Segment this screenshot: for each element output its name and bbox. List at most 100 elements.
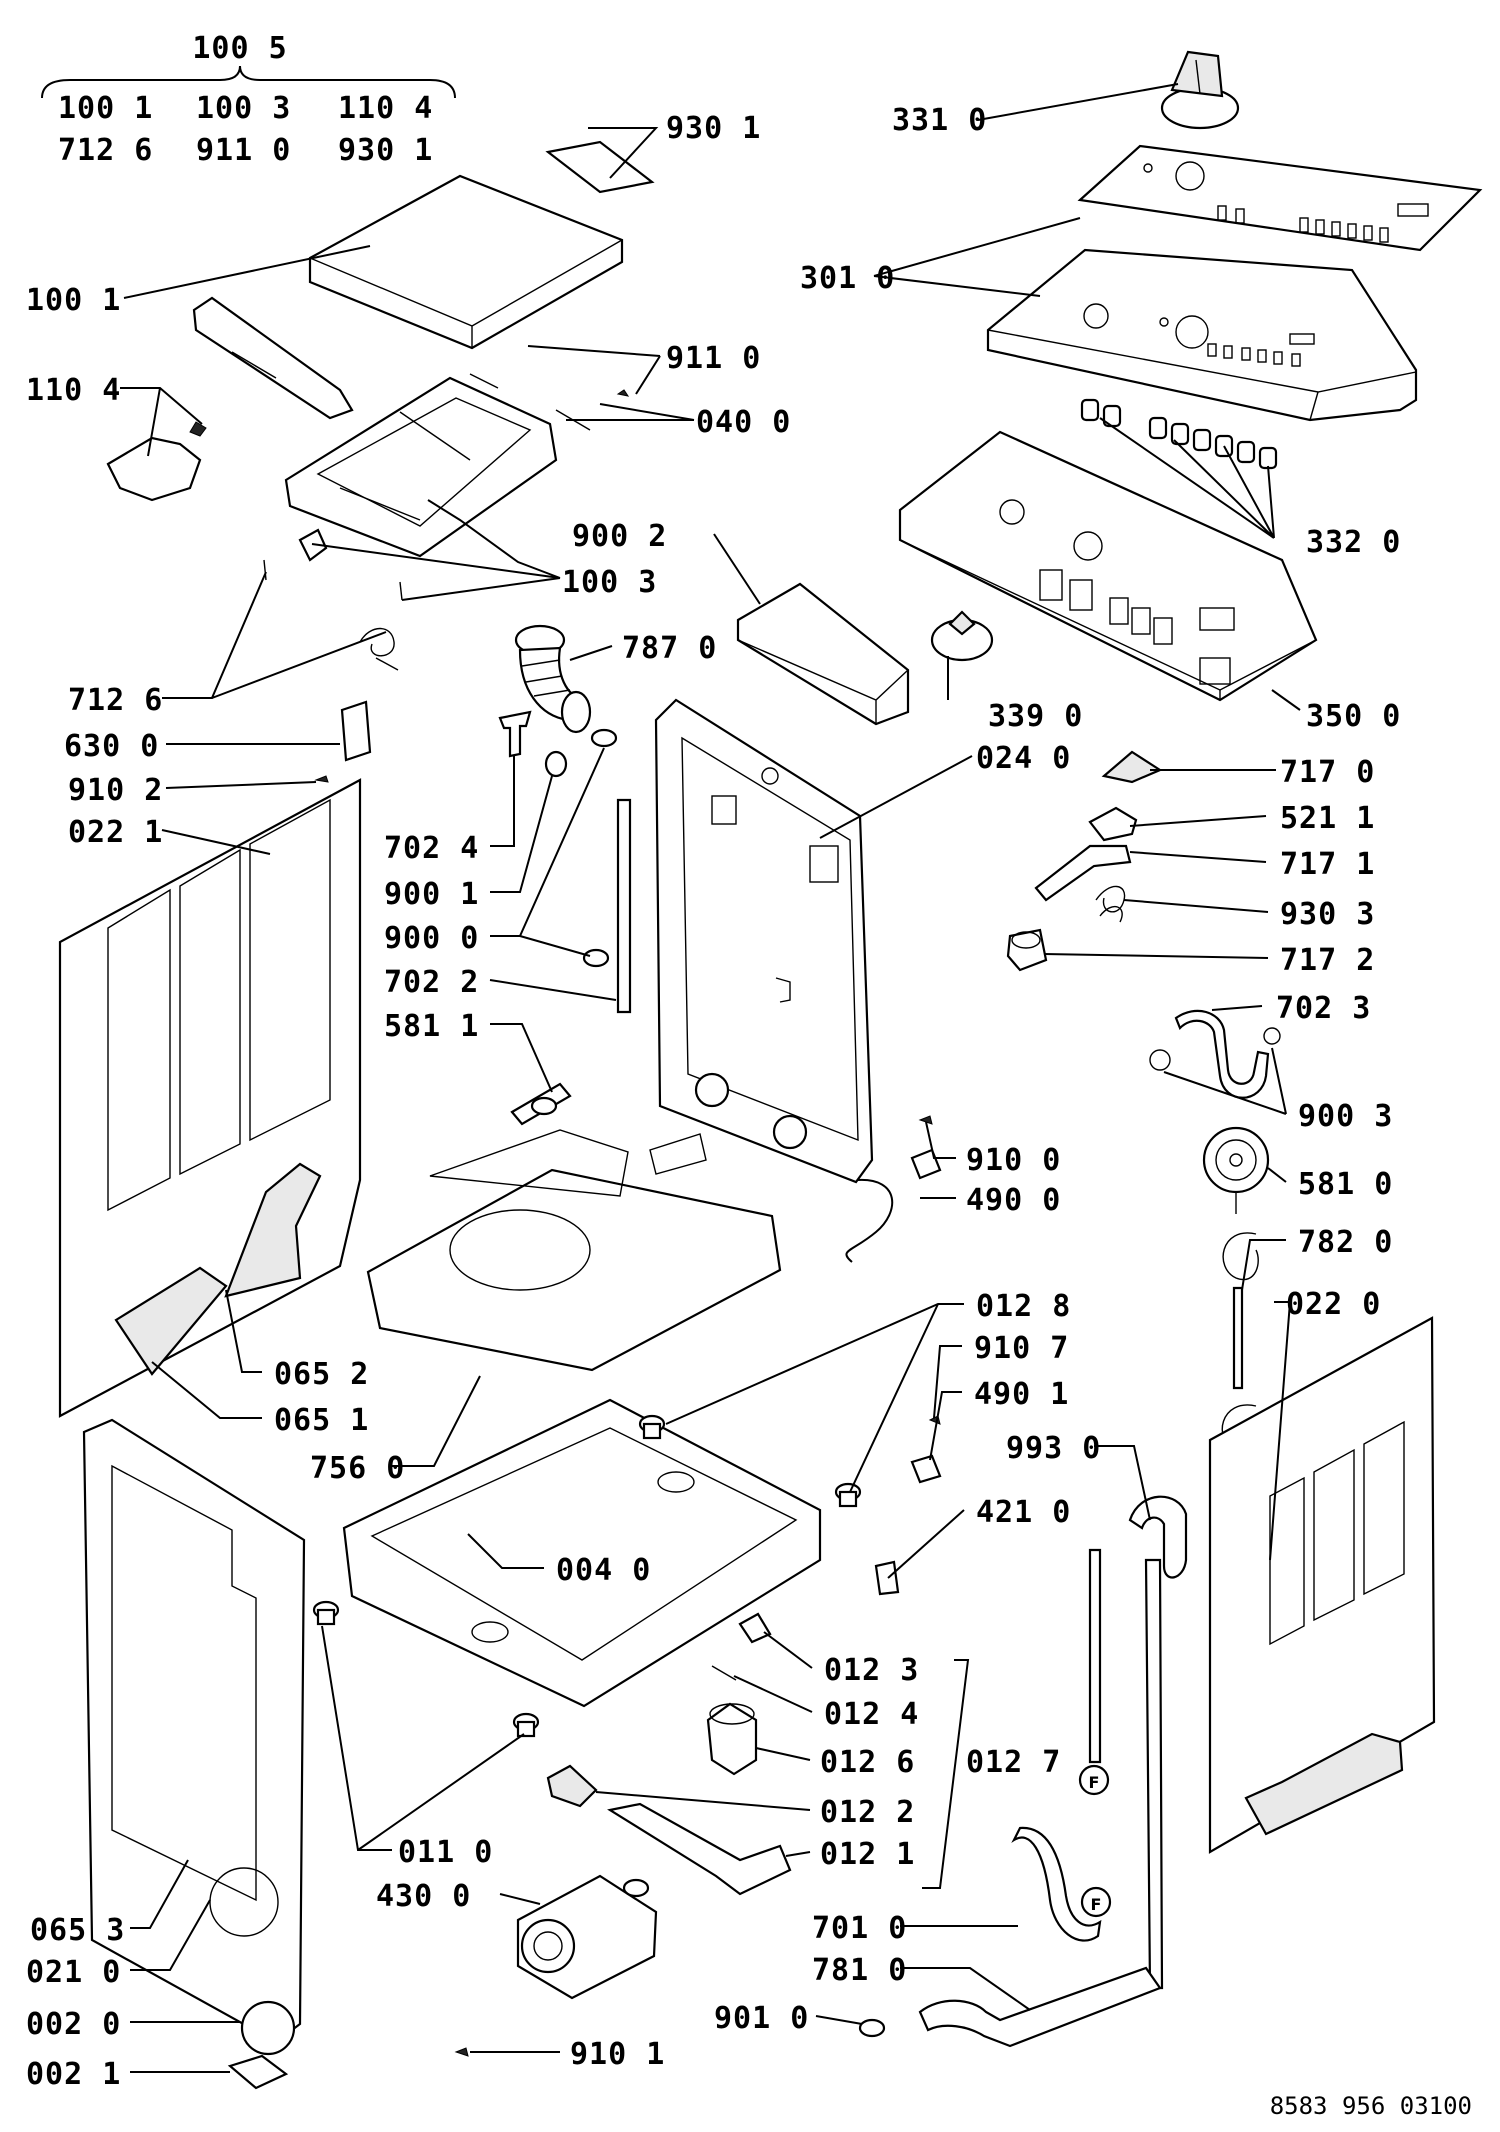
part-label-012-1: 012 1 <box>820 1837 915 1872</box>
part-label-022-1: 022 1 <box>68 815 163 850</box>
part-cap-900-0-lower <box>582 948 610 968</box>
part-label-012-7: 012 7 <box>966 1745 1061 1780</box>
part-small-702-4 <box>498 710 532 758</box>
part-label-421-0: 421 0 <box>976 1495 1071 1530</box>
filter-marker-label: F <box>1089 1773 1100 1792</box>
kit-row1-item: 100 1 <box>58 91 153 126</box>
part-label-490-1: 490 1 <box>974 1377 1069 1412</box>
part-label-021-0: 021 0 <box>26 1955 121 1990</box>
part-lever-717-1 <box>1034 844 1132 902</box>
filter-marker <box>1078 1764 1110 1796</box>
part-label-910-0: 910 0 <box>966 1143 1061 1178</box>
part-label-930-1-top: 930 1 <box>666 111 761 146</box>
leader-lines <box>120 83 1301 2073</box>
filter-marker-group: F F <box>1078 1548 1112 1918</box>
part-screw-910-2 <box>314 775 329 783</box>
part-label-065-1: 065 1 <box>274 1403 369 1438</box>
kit-group-header: 100 5 100 1 100 3 110 4 712 6 911 0 930 … <box>41 31 456 168</box>
part-cap-012-2 <box>546 1764 598 1808</box>
part-label-350-0: 350 0 <box>1306 699 1401 734</box>
part-labels: 930 1 331 0 301 0 100 1 911 0 110 4 040 … <box>26 103 1401 2092</box>
part-label-910-1: 910 1 <box>570 2037 665 2072</box>
part-label-717-0: 717 0 <box>1280 755 1375 790</box>
part-label-004-0: 004 0 <box>556 1553 651 1588</box>
part-label-910-2: 910 2 <box>68 773 163 808</box>
part-hose-993-0 <box>1128 1495 1188 1579</box>
part-actuator-717-2 <box>1006 928 1048 972</box>
part-label-717-1: 717 1 <box>1280 847 1375 882</box>
part-label-521-1: 521 1 <box>1280 801 1375 836</box>
part-hose-787-0 <box>514 624 592 734</box>
part-front-panel-021-0 <box>82 1418 306 2044</box>
part-pin-911-0 <box>616 389 630 397</box>
part-label-717-2: 717 2 <box>1280 943 1375 978</box>
part-side-panel-022-1 <box>58 778 362 1418</box>
part-label-993-0: 993 0 <box>1006 1431 1101 1466</box>
part-label-581-0: 581 0 <box>1298 1167 1393 1202</box>
part-side-panel-022-0 <box>1208 1316 1436 1854</box>
kit-row2-item: 712 6 <box>58 133 153 168</box>
part-lid-lock-717-0 <box>1101 750 1163 784</box>
part-chassis-004-0 <box>342 1398 822 1708</box>
part-label-701-0: 701 0 <box>812 1911 907 1946</box>
part-springs-712-6 <box>263 528 403 671</box>
part-label-011-0: 011 0 <box>398 1835 493 1870</box>
part-pin-012-4 <box>711 1665 737 1681</box>
kit-brace <box>41 65 456 99</box>
part-label-712-6: 712 6 <box>68 683 163 718</box>
part-tube-702-2 <box>616 798 632 1014</box>
part-label-911-0: 911 0 <box>666 341 761 376</box>
part-label-002-0: 002 0 <box>26 2007 121 2042</box>
part-label-581-1: 581 1 <box>384 1009 479 1044</box>
part-trim-110-4 <box>106 296 354 502</box>
part-hose-781-0 <box>918 1966 1162 2048</box>
part-pressure-switch-581-0 <box>1202 1126 1270 1214</box>
part-hose-701-0 <box>1011 1826 1102 1942</box>
part-selector-339-0 <box>930 610 994 662</box>
part-label-782-0: 782 0 <box>1298 1225 1393 1260</box>
part-label-900-2: 900 2 <box>572 519 667 554</box>
part-pad-065-2 <box>224 1162 322 1298</box>
part-label-910-7: 910 7 <box>974 1331 1069 1366</box>
part-label-900-3: 900 3 <box>1298 1099 1393 1134</box>
part-screw-910-1 <box>454 2047 469 2057</box>
part-drawings: F F <box>58 50 1483 2090</box>
part-lid-100-1 <box>308 174 624 350</box>
part-module-350-0 <box>898 430 1318 702</box>
part-pad-065-1 <box>114 1266 228 1376</box>
part-latch-002-1 <box>227 2054 289 2090</box>
kit-row2-item: 911 0 <box>196 133 291 168</box>
part-clip-490-1 <box>910 1454 942 1484</box>
part-label-012-8: 012 8 <box>976 1289 1071 1324</box>
part-cable-490-0 <box>845 1178 894 1263</box>
part-bracket-012-3 <box>738 1612 772 1644</box>
part-back-panel-024-0 <box>654 698 874 1184</box>
part-label-012-6: 012 6 <box>820 1745 915 1780</box>
part-frame-100-3 <box>284 376 558 558</box>
kit-row1-item: 110 4 <box>338 91 433 126</box>
part-label-781-0: 781 0 <box>812 1953 907 1988</box>
part-hose-993-0-lower <box>1144 1558 1164 1990</box>
part-clamp-900-1 <box>544 750 568 778</box>
part-clamps-900-3 <box>1149 1027 1281 1071</box>
part-filter-421-0 <box>874 1560 900 1596</box>
part-feet-012-8 <box>638 1414 862 1508</box>
part-label-331-0: 331 0 <box>892 103 987 138</box>
part-label-901-0: 901 0 <box>714 2001 809 2036</box>
part-cap-900-0-upper <box>590 728 618 748</box>
part-label-012-2: 012 2 <box>820 1795 915 1830</box>
part-buttons-332-0 <box>1080 398 1278 470</box>
part-sensor-581-1 <box>510 1082 572 1126</box>
part-label-900-0: 900 0 <box>384 921 479 956</box>
part-label-110-4: 110 4 <box>26 373 121 408</box>
part-label-065-3: 065 3 <box>30 1913 125 1948</box>
part-label-301-0: 301 0 <box>800 261 895 296</box>
part-label-430-0: 430 0 <box>376 1879 471 1914</box>
part-cover-002-0 <box>240 2000 296 2056</box>
part-bracket-900-2 <box>736 582 910 726</box>
part-label-100-3: 100 3 <box>562 565 657 600</box>
part-plug-490-0 <box>910 1148 942 1180</box>
filter-marker-label: F <box>1091 1895 1102 1914</box>
part-knob-331-0 <box>1160 50 1240 130</box>
